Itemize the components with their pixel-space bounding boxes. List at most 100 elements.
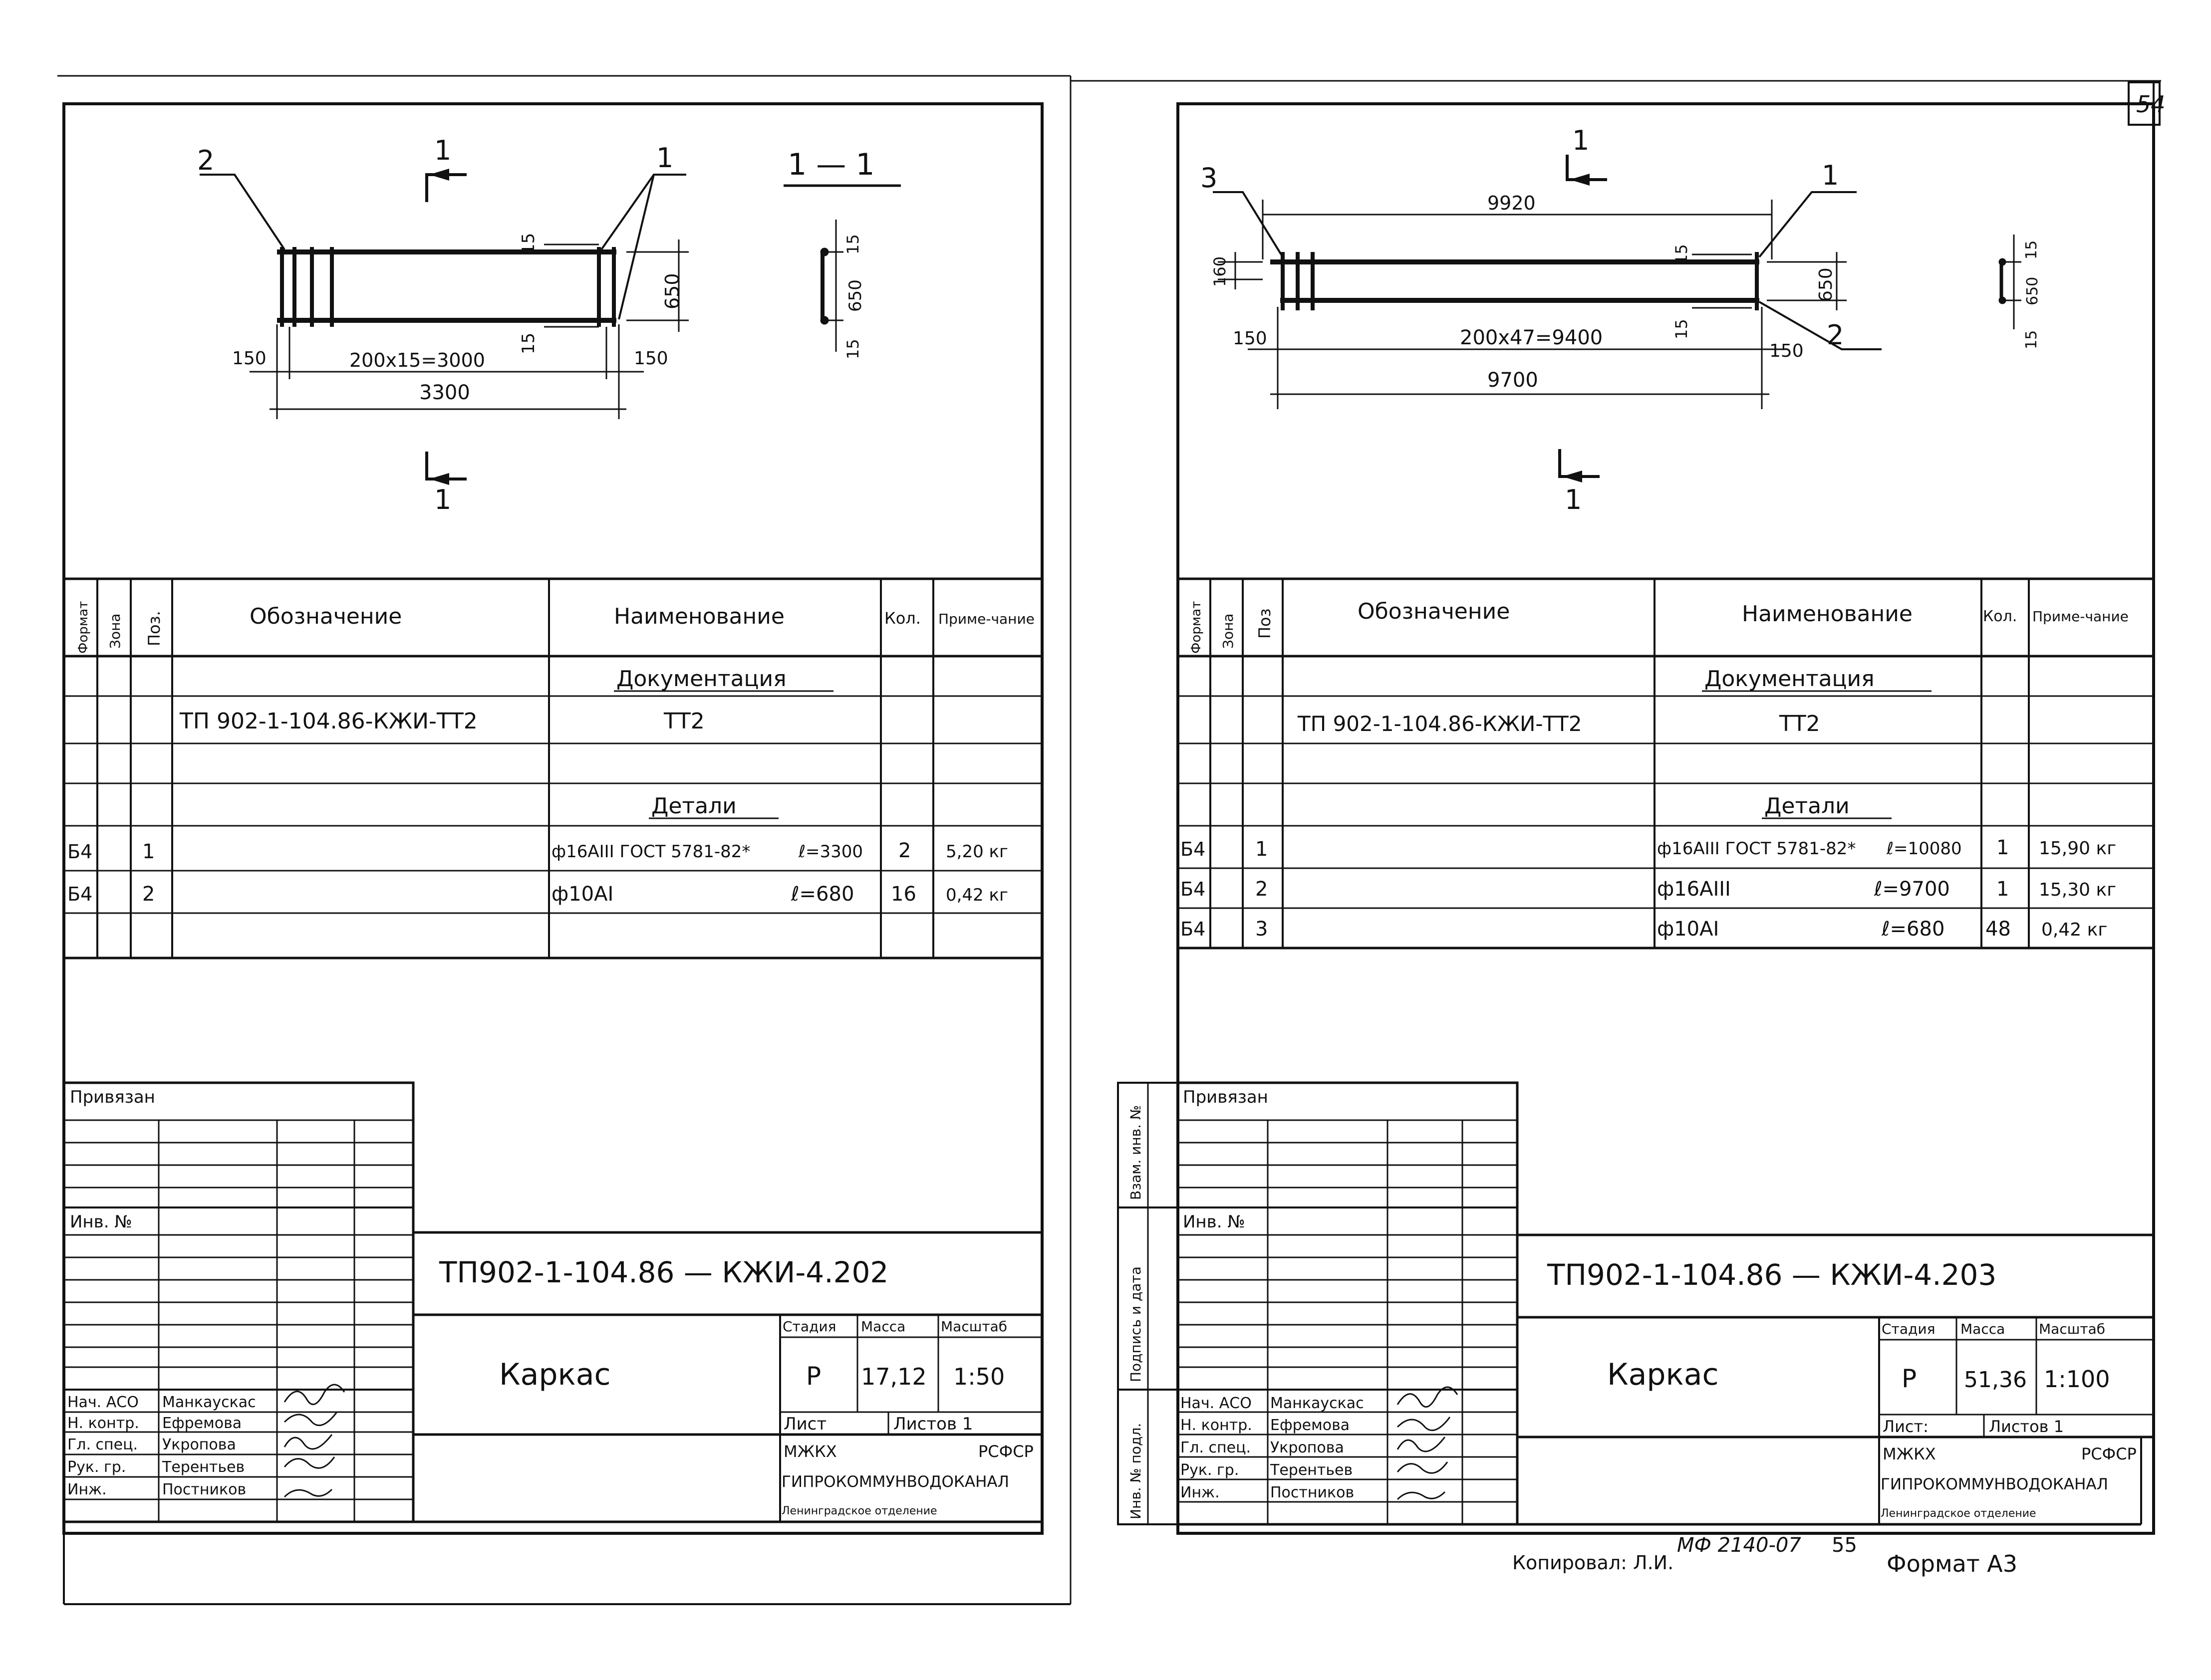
left-section-mark-top: 1 (434, 135, 451, 166)
right-sec-dim-15-top: 15 (2023, 240, 2040, 259)
left-org1: МЖКХ (784, 1442, 837, 1461)
right-row2-format: Б4 (1180, 878, 1205, 900)
left-row2-qty: 16 (891, 883, 916, 906)
left-hdr-name: Наименование (614, 604, 785, 629)
right-drawing-arrows (1562, 174, 1590, 482)
right-side-signature-date: Подпись и дата (1127, 1266, 1144, 1382)
left-section-doc: Документация (616, 666, 787, 692)
right-signer-name-2: Ефремова (1270, 1417, 1350, 1434)
right-stamp-grid (1117, 1081, 2154, 1526)
right-dim-650: 650 (1816, 267, 1836, 302)
footer-copied: Копировал: Л.И. (1512, 1552, 1673, 1574)
left-sec-dim-15-bot: 15 (843, 339, 862, 359)
left-sec-dim-650: 650 (845, 279, 865, 312)
left-org3: Ленинградское отделение (782, 1505, 937, 1517)
right-scale: 1:100 (2044, 1366, 2110, 1393)
left-row2-note: 0,42 кг (946, 885, 1008, 905)
left-sheets-label: Листов 1 (893, 1414, 973, 1434)
right-row1-note: 15,90 кг (2039, 838, 2116, 859)
left-row2-pos: 2 (142, 883, 155, 906)
right-dim-15-top: 15 (1672, 244, 1691, 264)
left-row1-length: ℓ=3300 (798, 842, 863, 862)
right-row1-name: ф16АIII ГОСТ 5781-82* (1657, 839, 1856, 859)
right-signer-role-3: Гл. спец. (1180, 1439, 1251, 1456)
page-number: 54 (2136, 91, 2166, 118)
right-dim-overall: 9700 (1487, 369, 1538, 392)
footer-code: МФ 2140-07 (1677, 1534, 1801, 1557)
right-row2-note: 15,30 кг (2039, 880, 2116, 900)
right-row2-name: ф16АIII (1657, 878, 1731, 901)
right-row1-pos: 1 (1255, 838, 1268, 861)
left-dim-spacing: 200x15=3000 (349, 349, 485, 371)
right-row1-qty: 1 (1996, 836, 2009, 859)
left-scale: 1:50 (953, 1363, 1005, 1390)
right-callout-1: 1 (1822, 160, 1839, 191)
right-section-mark-top: 1 (1572, 125, 1589, 156)
right-row3-note: 0,42 кг (2041, 920, 2107, 940)
right-section-mark-bottom: 1 (1565, 484, 1582, 515)
right-row3-format: Б4 (1180, 918, 1205, 940)
right-hdr-qty: Кол. (1983, 608, 2017, 625)
right-signer-role-2: Н. контр. (1180, 1417, 1252, 1434)
left-hdr-designation: Обозначение (250, 604, 402, 629)
right-row3-name: ф10АI (1657, 918, 1719, 941)
right-spec-table (1176, 577, 2155, 950)
left-signer-role-1: Нач. АСО (67, 1394, 139, 1411)
right-hdr-pos: Поз (1255, 608, 1274, 639)
right-drawing (1213, 155, 2021, 478)
left-dim-650: 650 (661, 273, 683, 309)
right-sheets-label: Листов 1 (1989, 1417, 2064, 1436)
left-row2-name: ф10АI (552, 883, 613, 906)
left-row2-format: Б4 (67, 883, 92, 905)
right-row1-format: Б4 (1180, 838, 1205, 860)
right-col-stage: Стадия (1882, 1321, 1935, 1337)
left-hdr-pos: Поз. (145, 611, 164, 646)
left-signer-name-3: Укропова (162, 1436, 236, 1453)
right-row2-qty: 1 (1996, 878, 2009, 901)
left-title: Каркас (499, 1357, 610, 1392)
right-dim-15-bot: 15 (1672, 319, 1691, 339)
right-sec-dim-650: 650 (2024, 277, 2041, 305)
right-doc-designation: ТП 902-1-104.86-КЖИ-ТТ2 (1297, 712, 1582, 736)
left-sheet-label: Лист (784, 1414, 827, 1434)
left-signer-role-2: Н. контр. (67, 1415, 139, 1432)
right-hdr-zone: Зона (1220, 613, 1236, 649)
right-side-inv-podl: Инв. № подл. (1127, 1423, 1144, 1519)
left-drawing-arrows (429, 169, 449, 485)
left-dim-15-bot: 15 (519, 333, 539, 354)
right-side-vzam-inv: Взам. инв. № (1127, 1105, 1144, 1200)
right-sheet-label: Лист: (1883, 1417, 1929, 1436)
left-privyazan: Привязан (70, 1087, 155, 1107)
right-stage: Р (1902, 1364, 1917, 1393)
right-hdr-note: Приме-чание (2032, 608, 2129, 625)
right-doc-name: ТТ2 (1779, 711, 1820, 736)
right-row3-qty: 48 (1985, 918, 2011, 941)
left-row1-format: Б4 (67, 841, 92, 863)
left-stage: Р (806, 1362, 821, 1391)
right-section-doc: Документация (1704, 666, 1875, 692)
left-signer-role-3: Гл. спец. (67, 1436, 138, 1453)
right-sec-dim-15-bot: 15 (2023, 330, 2040, 349)
right-dim-160: 160 (1210, 256, 1229, 287)
left-drawing (200, 173, 901, 480)
footer-format: Формат А3 (1887, 1550, 2017, 1577)
right-mass: 51,36 (1964, 1367, 2027, 1393)
right-signer-name-5: Постников (1270, 1484, 1354, 1501)
right-hdr-name: Наименование (1742, 601, 1913, 627)
left-doc-code: ТП902-1-104.86 — КЖИ-4.202 (439, 1255, 888, 1289)
left-org2: ГИПРОКОММУНВОДОКАНАЛ (782, 1473, 1009, 1491)
right-section-details: Детали (1764, 793, 1850, 819)
right-signer-role-1: Нач. АСО (1180, 1395, 1252, 1412)
left-section-mark-bottom: 1 (434, 484, 451, 515)
right-org3: Ленинградское отделение (1881, 1507, 2036, 1520)
left-row1-name: ф16АIII ГОСТ 5781-82* (552, 842, 750, 862)
left-col-scale: Масштаб (941, 1318, 1007, 1335)
right-dim-spacing: 200x47=9400 (1460, 326, 1603, 349)
left-row1-pos: 1 (142, 840, 155, 863)
left-hdr-zone: Зона (107, 613, 123, 649)
left-dim-15-top: 15 (519, 233, 539, 254)
left-callout-1: 1 (656, 142, 673, 174)
right-row2-length: ℓ=9700 (1874, 878, 1950, 901)
right-org1: МЖКХ (1883, 1444, 1936, 1463)
right-callout-2: 2 (1827, 319, 1844, 351)
